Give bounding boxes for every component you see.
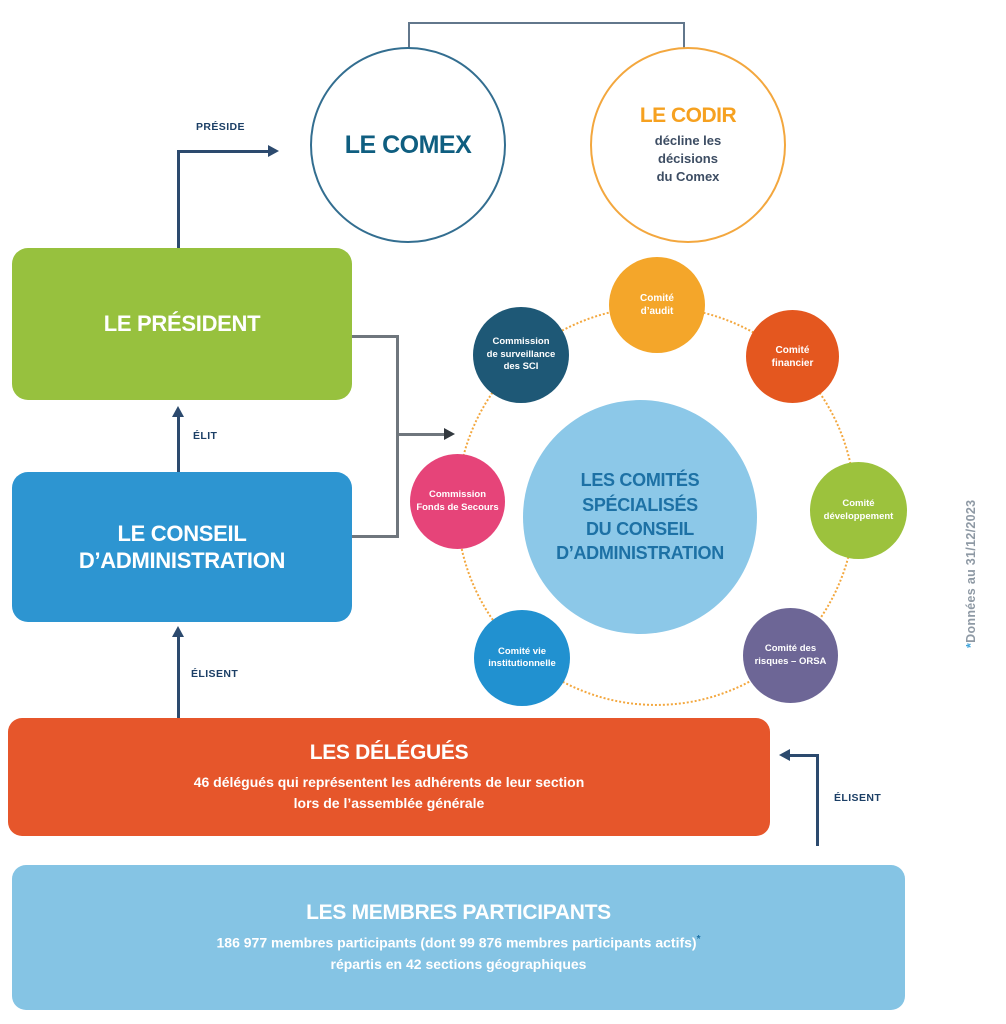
codir-circle: LE CODIR décline les décisions du Comex: [590, 47, 786, 243]
footnote-text: *Données au 31/12/2023: [964, 500, 978, 648]
elisent-right-arrow-hline: [790, 754, 818, 757]
membres-description: 186 977 membres participants (dont 99 87…: [217, 932, 701, 975]
president-box: LE PRÉSIDENT: [12, 248, 352, 400]
hub-arrow-shaft: [396, 433, 445, 436]
elisent-right-arrowhead: [779, 749, 790, 761]
comex-codir-bracket-top: [408, 22, 685, 24]
preside-arrow-vline: [177, 150, 180, 248]
comite-financier-circle: Comité financier: [746, 310, 839, 403]
hub-bracket-top-stub: [352, 335, 398, 338]
elisent-left-label: ÉLISENT: [191, 668, 239, 680]
hub-bracket-vline: [396, 335, 399, 538]
commission-surveillance-sci-circle: Commission de surveillance des SCI: [473, 307, 569, 403]
committees-hub-title: LES COMITÉS SPÉCIALISÉS DU CONSEIL D’ADM…: [556, 470, 724, 564]
preside-arrowhead: [268, 145, 279, 157]
elisent-right-arrow-vline: [816, 754, 819, 846]
delegues-description: 46 délégués qui représentent les adhéren…: [193, 774, 585, 812]
membres-description-line2: répartis en 42 sections géographiques: [330, 955, 587, 972]
president-title: LE PRÉSIDENT: [103, 311, 261, 337]
codir-title: LE CODIR: [639, 103, 737, 127]
committees-hub-circle: LES COMITÉS SPÉCIALISÉS DU CONSEIL D’ADM…: [523, 400, 757, 634]
comex-circle: LE COMEX: [310, 47, 506, 243]
comite-vie-institutionnelle-label: Comité vie institutionnelle: [488, 645, 556, 669]
membres-description-line1: 186 977 membres participants (dont 99 87…: [216, 934, 697, 951]
codir-description: décline les décisions du Comex: [654, 132, 722, 185]
comex-label: LE COMEX: [344, 130, 472, 159]
comite-risques-orsa-label: Comité des risques – ORSA: [754, 643, 827, 667]
membres-box: LES MEMBRES PARTICIPANTS 186 977 membres…: [12, 865, 905, 1010]
preside-arrow-hline: [177, 150, 270, 153]
comex-codir-bracket-left-stub: [408, 22, 410, 49]
footnote-asterisk: *: [964, 642, 978, 648]
elit-arrow-vline: [177, 414, 180, 472]
commission-fonds-secours-circle: Commission Fonds de Secours: [410, 454, 505, 549]
hub-bracket-bottom-stub: [352, 535, 398, 538]
preside-label: PRÉSIDE: [196, 121, 245, 133]
delegues-box: LES DÉLÉGUÉS 46 délégués qui représenten…: [8, 718, 770, 836]
comite-vie-institutionnelle-circle: Comité vie institutionnelle: [474, 610, 570, 706]
comite-developpement-label: Comité développement: [823, 498, 894, 522]
elisent-right-label: ÉLISENT: [834, 792, 882, 804]
elit-label: ÉLIT: [193, 430, 218, 442]
membres-asterisk: *: [696, 934, 701, 946]
comite-financier-label: Comité financier: [771, 344, 814, 369]
hub-arrowhead: [444, 428, 455, 440]
conseil-title: LE CONSEIL D’ADMINISTRATION: [78, 520, 286, 574]
delegues-title: LES DÉLÉGUÉS: [309, 740, 469, 764]
commission-surveillance-sci-label: Commission de surveillance des SCI: [486, 336, 556, 373]
membres-title: LES MEMBRES PARTICIPANTS: [306, 901, 611, 925]
elisent-left-arrow-vline: [177, 634, 180, 718]
conseil-box: LE CONSEIL D’ADMINISTRATION: [12, 472, 352, 622]
commission-fonds-secours-label: Commission Fonds de Secours: [416, 489, 499, 513]
comite-risques-orsa-circle: Comité des risques – ORSA: [743, 608, 838, 703]
data-date-footnote: *Données au 31/12/2023: [964, 378, 978, 648]
comite-developpement-circle: Comité développement: [810, 462, 907, 559]
elit-arrowhead: [172, 406, 184, 417]
elisent-left-arrowhead: [172, 626, 184, 637]
comex-codir-bracket-right-stub: [683, 22, 685, 49]
footnote-date-text: Données au 31/12/2023: [964, 499, 978, 643]
comite-audit-label: Comité d’audit: [640, 293, 674, 317]
comite-audit-circle: Comité d’audit: [609, 257, 705, 353]
